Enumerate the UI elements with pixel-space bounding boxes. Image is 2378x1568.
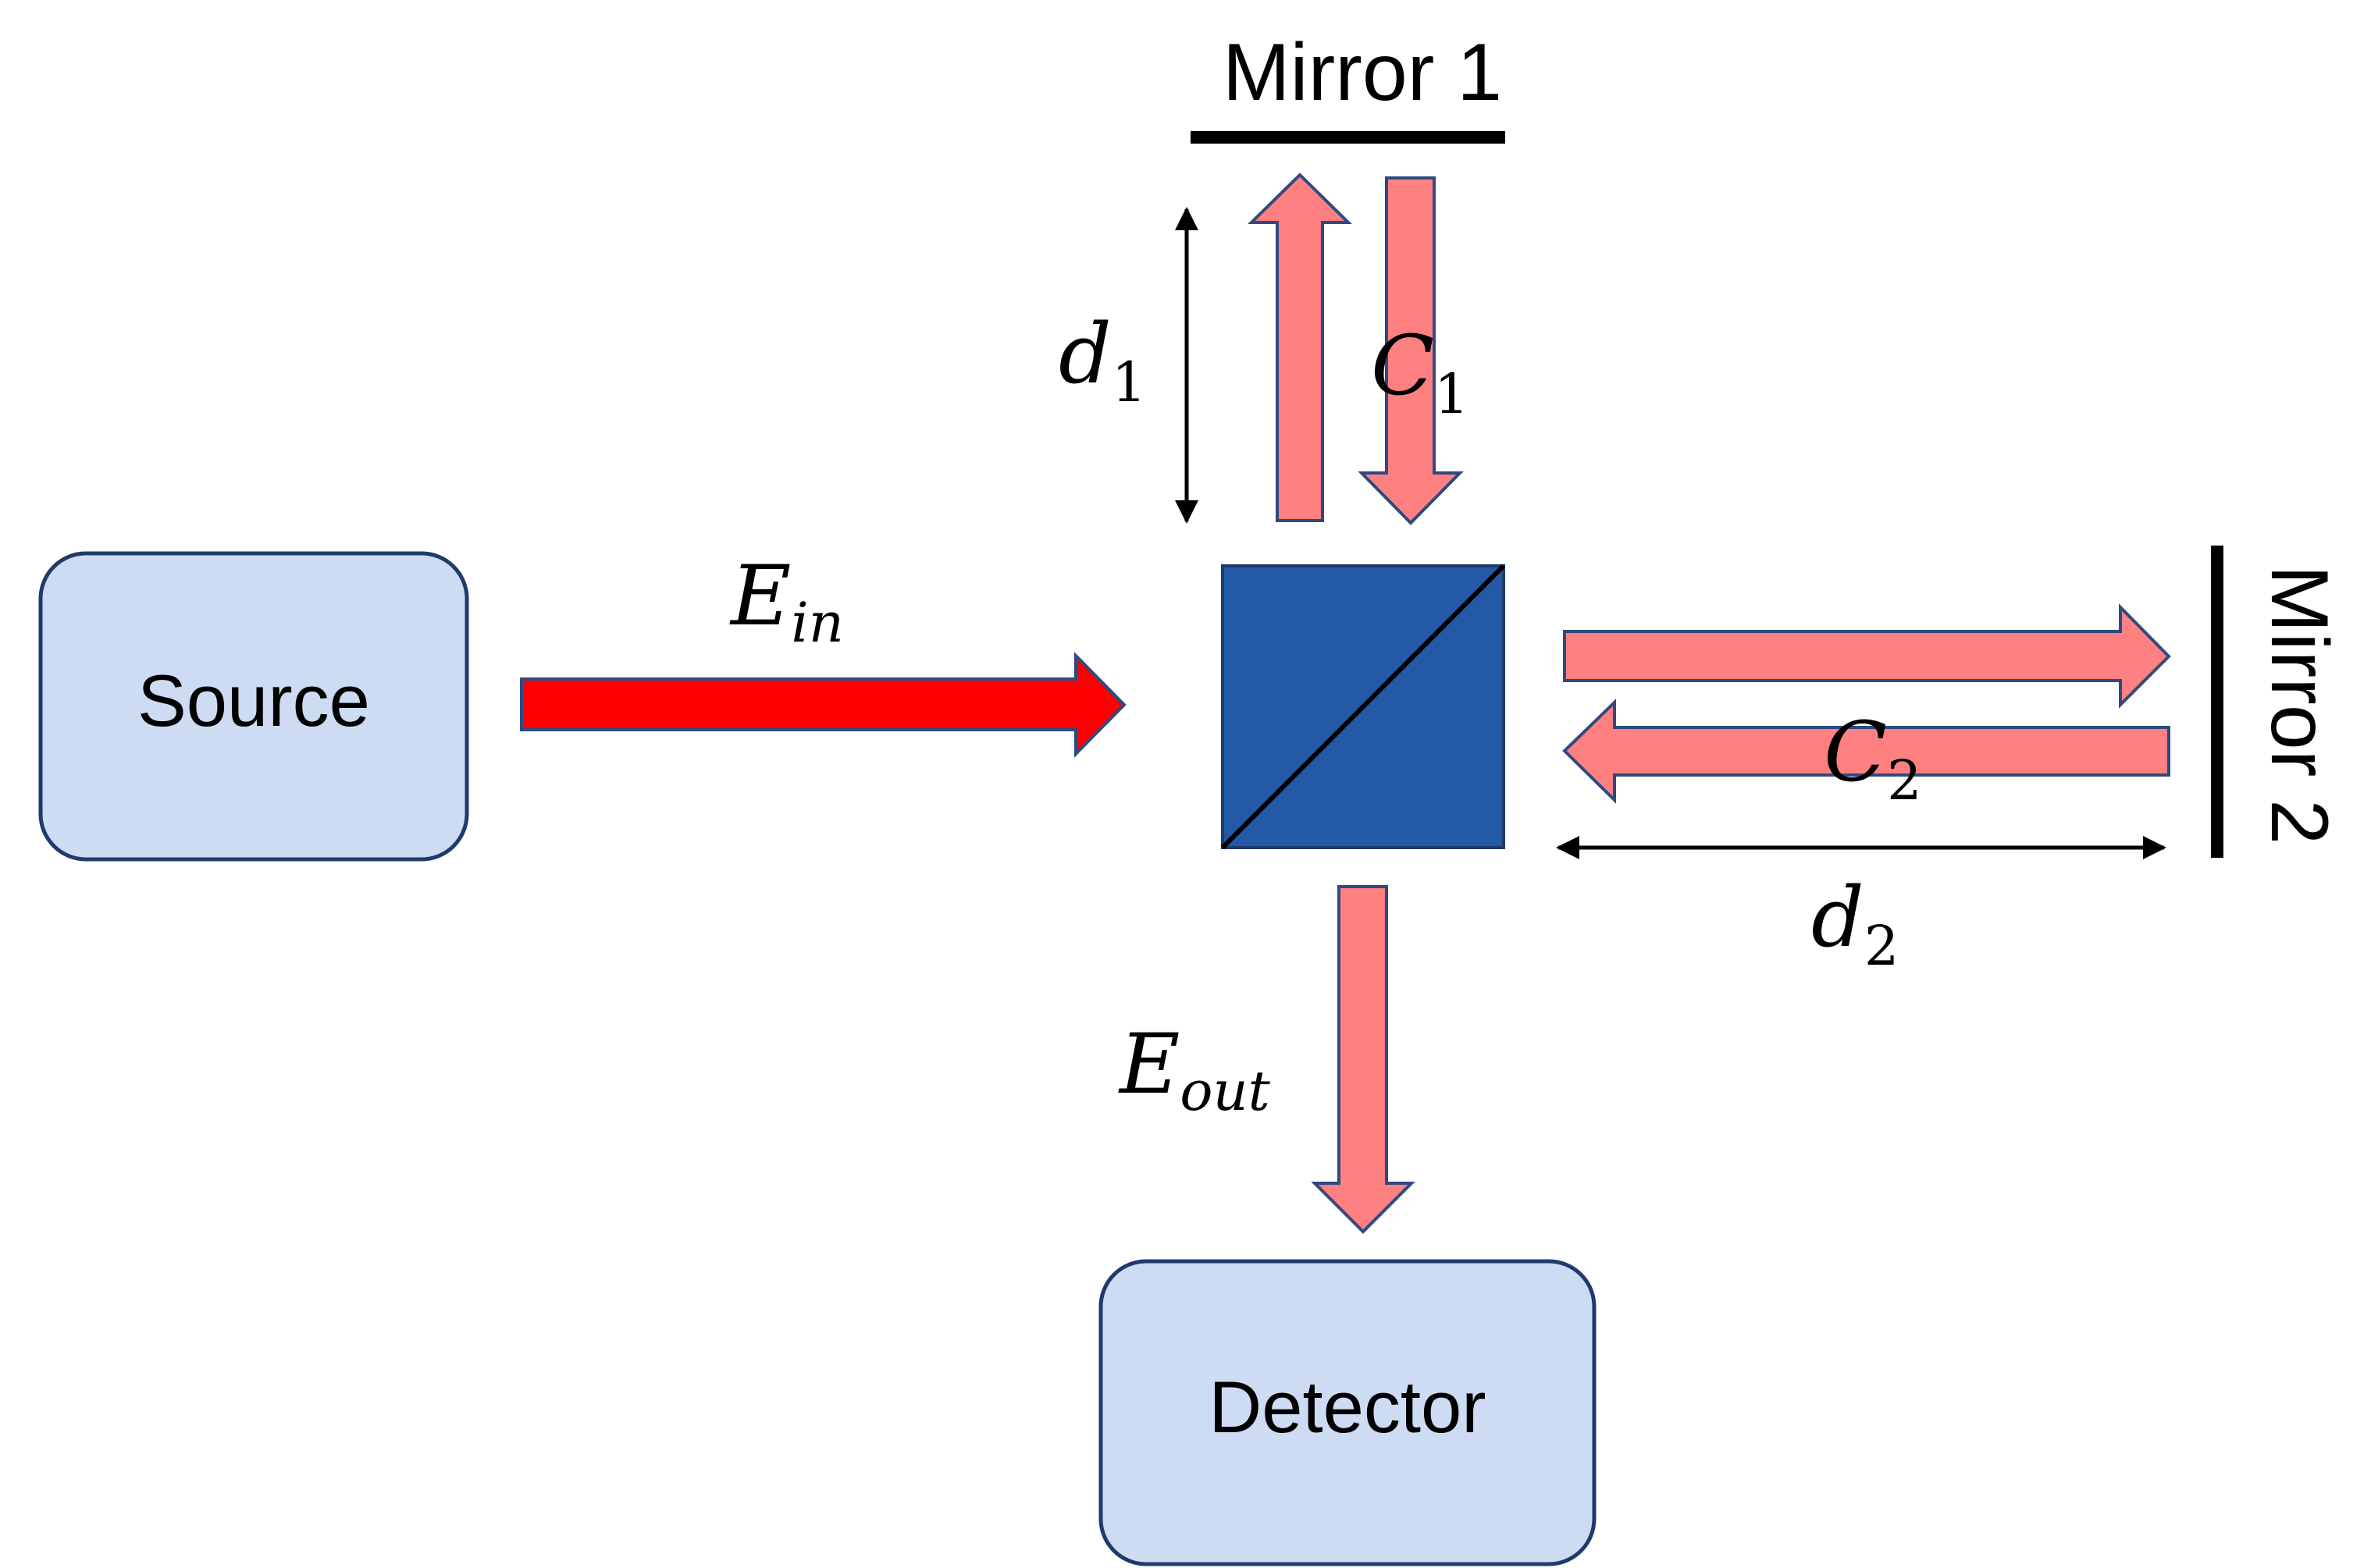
mirror-2: Mirror 2 [2211, 546, 2344, 858]
e-out-label: Eout [1118, 1016, 1271, 1123]
detector-box: Detector [1098, 1259, 1597, 1566]
beam-splitter [1220, 564, 1506, 850]
c2-label: C2 [1824, 704, 1922, 812]
arm2-left-beam-arrow [1562, 699, 2170, 804]
beam-splitter-diagonal [1220, 564, 1506, 850]
d1-label: d1 [1059, 306, 1146, 414]
mirror-1-label: Mirror 1 [1223, 27, 1502, 118]
mirror-1: Mirror 1 [1191, 27, 1505, 144]
output-beam-arrow [1311, 885, 1415, 1234]
e-in-label: Ein [729, 548, 844, 655]
mirror-2-label: Mirror 2 [2254, 565, 2344, 844]
arm2-right-beam-arrow [1563, 603, 2171, 709]
input-beam-arrow [520, 652, 1127, 758]
arm1-down-beam-arrow [1358, 176, 1464, 525]
detector-label: Detector [1209, 1366, 1486, 1448]
c1-label: C1 [1371, 318, 1469, 426]
arm1-up-beam-arrow [1248, 172, 1352, 522]
d2-label: d2 [1811, 869, 1899, 978]
source-label: Source [137, 660, 370, 741]
source-box: Source [38, 551, 469, 862]
